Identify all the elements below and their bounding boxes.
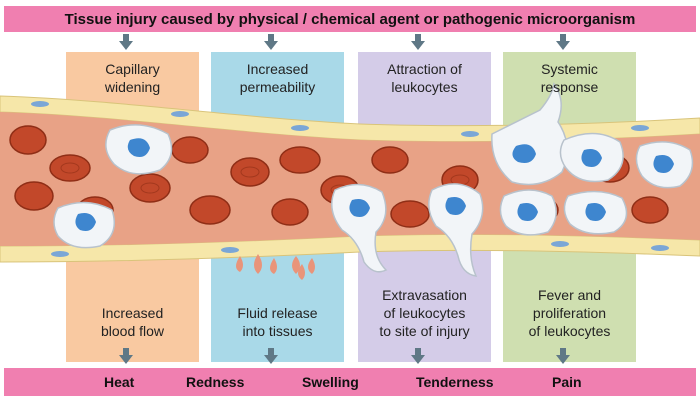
- down-arrow-icon: [119, 348, 133, 364]
- column-4-top-label: Systemic response: [540, 61, 599, 95]
- sign-heat: Heat: [104, 374, 135, 390]
- column-2-top-label: Increased permeability: [239, 61, 316, 95]
- diagram-title: Tissue injury caused by physical / chemi…: [64, 10, 636, 28]
- column-3-top-label: Attraction of leukocytes: [387, 61, 462, 95]
- column-2-bottom-label: Fluid release into tissues: [237, 305, 318, 339]
- down-arrow-icon: [264, 348, 278, 364]
- down-arrow-icon: [264, 34, 278, 50]
- leukocyte-nuclei: [75, 138, 674, 231]
- signs-banner: [4, 368, 696, 396]
- down-arrow-icon: [556, 348, 570, 364]
- column-1-bottom-label: Increased blood flow: [100, 305, 165, 339]
- fluid-droplets: [236, 254, 315, 280]
- sign-swelling: Swelling: [302, 374, 359, 390]
- column-1-top-label: Capillary widening: [104, 61, 161, 95]
- down-arrow-icon: [556, 34, 570, 50]
- down-arrow-icon: [411, 34, 425, 50]
- column-3-bottom-label: Extravasation of leukocytes to site of i…: [379, 287, 470, 339]
- sign-tenderness: Tenderness: [416, 374, 494, 390]
- sign-pain: Pain: [552, 374, 582, 390]
- down-arrow-icon: [119, 34, 133, 50]
- down-arrow-icon: [411, 348, 425, 364]
- column-4-bottom-label: Fever and proliferation of leukocytes: [528, 287, 611, 339]
- title-banner: Tissue injury caused by physical / chemi…: [4, 6, 696, 32]
- sign-redness: Redness: [186, 374, 245, 390]
